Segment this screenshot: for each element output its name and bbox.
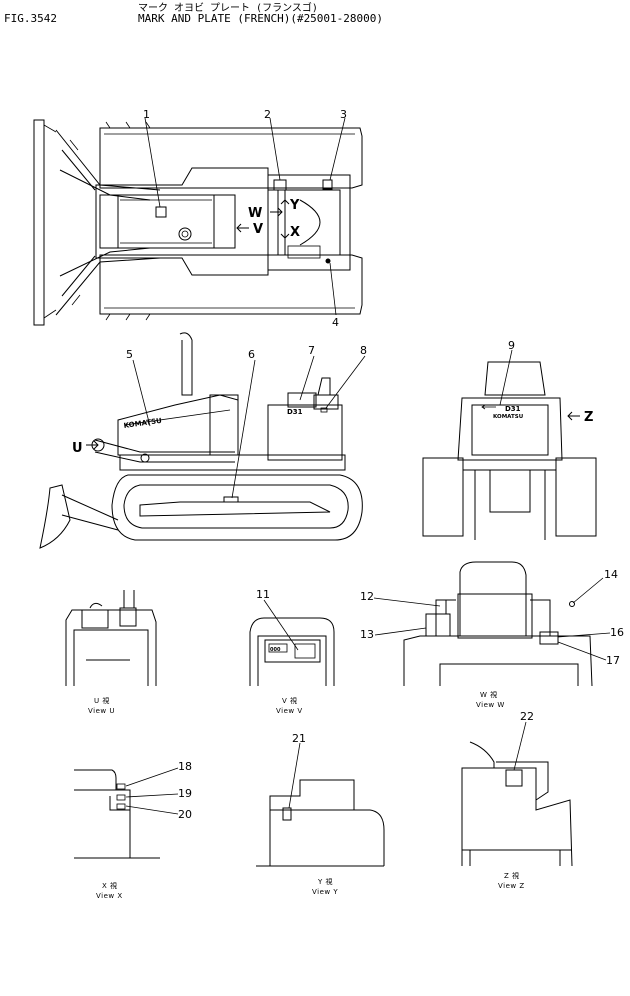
view-u-en: View U	[88, 707, 115, 715]
callout-12: 12	[360, 590, 374, 603]
view-z-jp: Z 視	[504, 871, 520, 880]
figure-number: FIG.3542	[4, 12, 57, 25]
callout-3: 3	[340, 108, 347, 121]
callout-13: 13	[360, 628, 374, 641]
brand-side: KOMATSU	[123, 417, 162, 430]
callout-11: 11	[256, 588, 270, 601]
callout-14: 14	[604, 568, 618, 581]
callout-18: 18	[178, 760, 192, 773]
marker-v: V	[253, 222, 263, 237]
callout-1: 1	[143, 108, 150, 121]
callout-20: 20	[178, 808, 192, 821]
rear-view: D31 KOMATSU 9 Z	[422, 339, 597, 540]
marker-u: U	[72, 441, 83, 456]
view-w-jp: W 視	[480, 690, 498, 699]
callout-19: 19	[178, 787, 192, 800]
view-u: U 視 View U	[65, 590, 157, 715]
callout-6: 6	[248, 348, 255, 361]
callout-2: 2	[264, 108, 271, 121]
model-side: D31	[287, 408, 303, 416]
callout-9: 9	[508, 339, 515, 352]
callout-22: 22	[520, 710, 534, 723]
view-w-en: View W	[476, 701, 505, 709]
view-y-jp: Y 視	[317, 877, 333, 886]
callout-7: 7	[308, 344, 315, 357]
view-v: 000 11 V 視 View V	[249, 588, 335, 715]
marker-z: Z	[584, 410, 593, 425]
view-x-jp: X 視	[102, 881, 118, 890]
view-w: 12 13 14 16 17 W 視 View W	[360, 561, 624, 709]
view-u-jp: U 視	[94, 696, 110, 705]
view-z-en: View Z	[498, 882, 525, 890]
view-v-jp: V 視	[282, 696, 298, 705]
view-x-en: View X	[96, 892, 123, 900]
view-v-en: View V	[276, 707, 303, 715]
side-view: KOMATSU D31 U 5 6 7 8	[39, 332, 367, 549]
marker-x: X	[290, 225, 300, 240]
marker-w: W	[248, 206, 262, 221]
callout-16: 16	[610, 626, 624, 639]
title-japanese: マーク オヨビ プレート (フランスゴ)	[138, 3, 318, 14]
view-z: 22 Z 視 View Z	[461, 710, 573, 890]
marker-y: Y	[289, 198, 300, 213]
callout-8: 8	[360, 344, 367, 357]
view-y: 21 Y 視 View Y	[256, 732, 385, 896]
callout-4: 4	[332, 316, 339, 329]
callout-21: 21	[292, 732, 306, 745]
view-x: 18 19 20 X 視 View X	[74, 760, 192, 900]
callout-5: 5	[126, 348, 133, 361]
brand-rear: KOMATSU	[493, 414, 523, 420]
top-view: W V Y X 1 2 3 4	[33, 108, 363, 329]
title-english: MARK AND PLATE (FRENCH)(#25001-28000)	[138, 12, 384, 25]
model-rear: D31	[505, 405, 521, 413]
svg-text:000: 000	[270, 647, 281, 653]
view-y-en: View Y	[312, 888, 338, 896]
callout-17: 17	[606, 654, 620, 667]
